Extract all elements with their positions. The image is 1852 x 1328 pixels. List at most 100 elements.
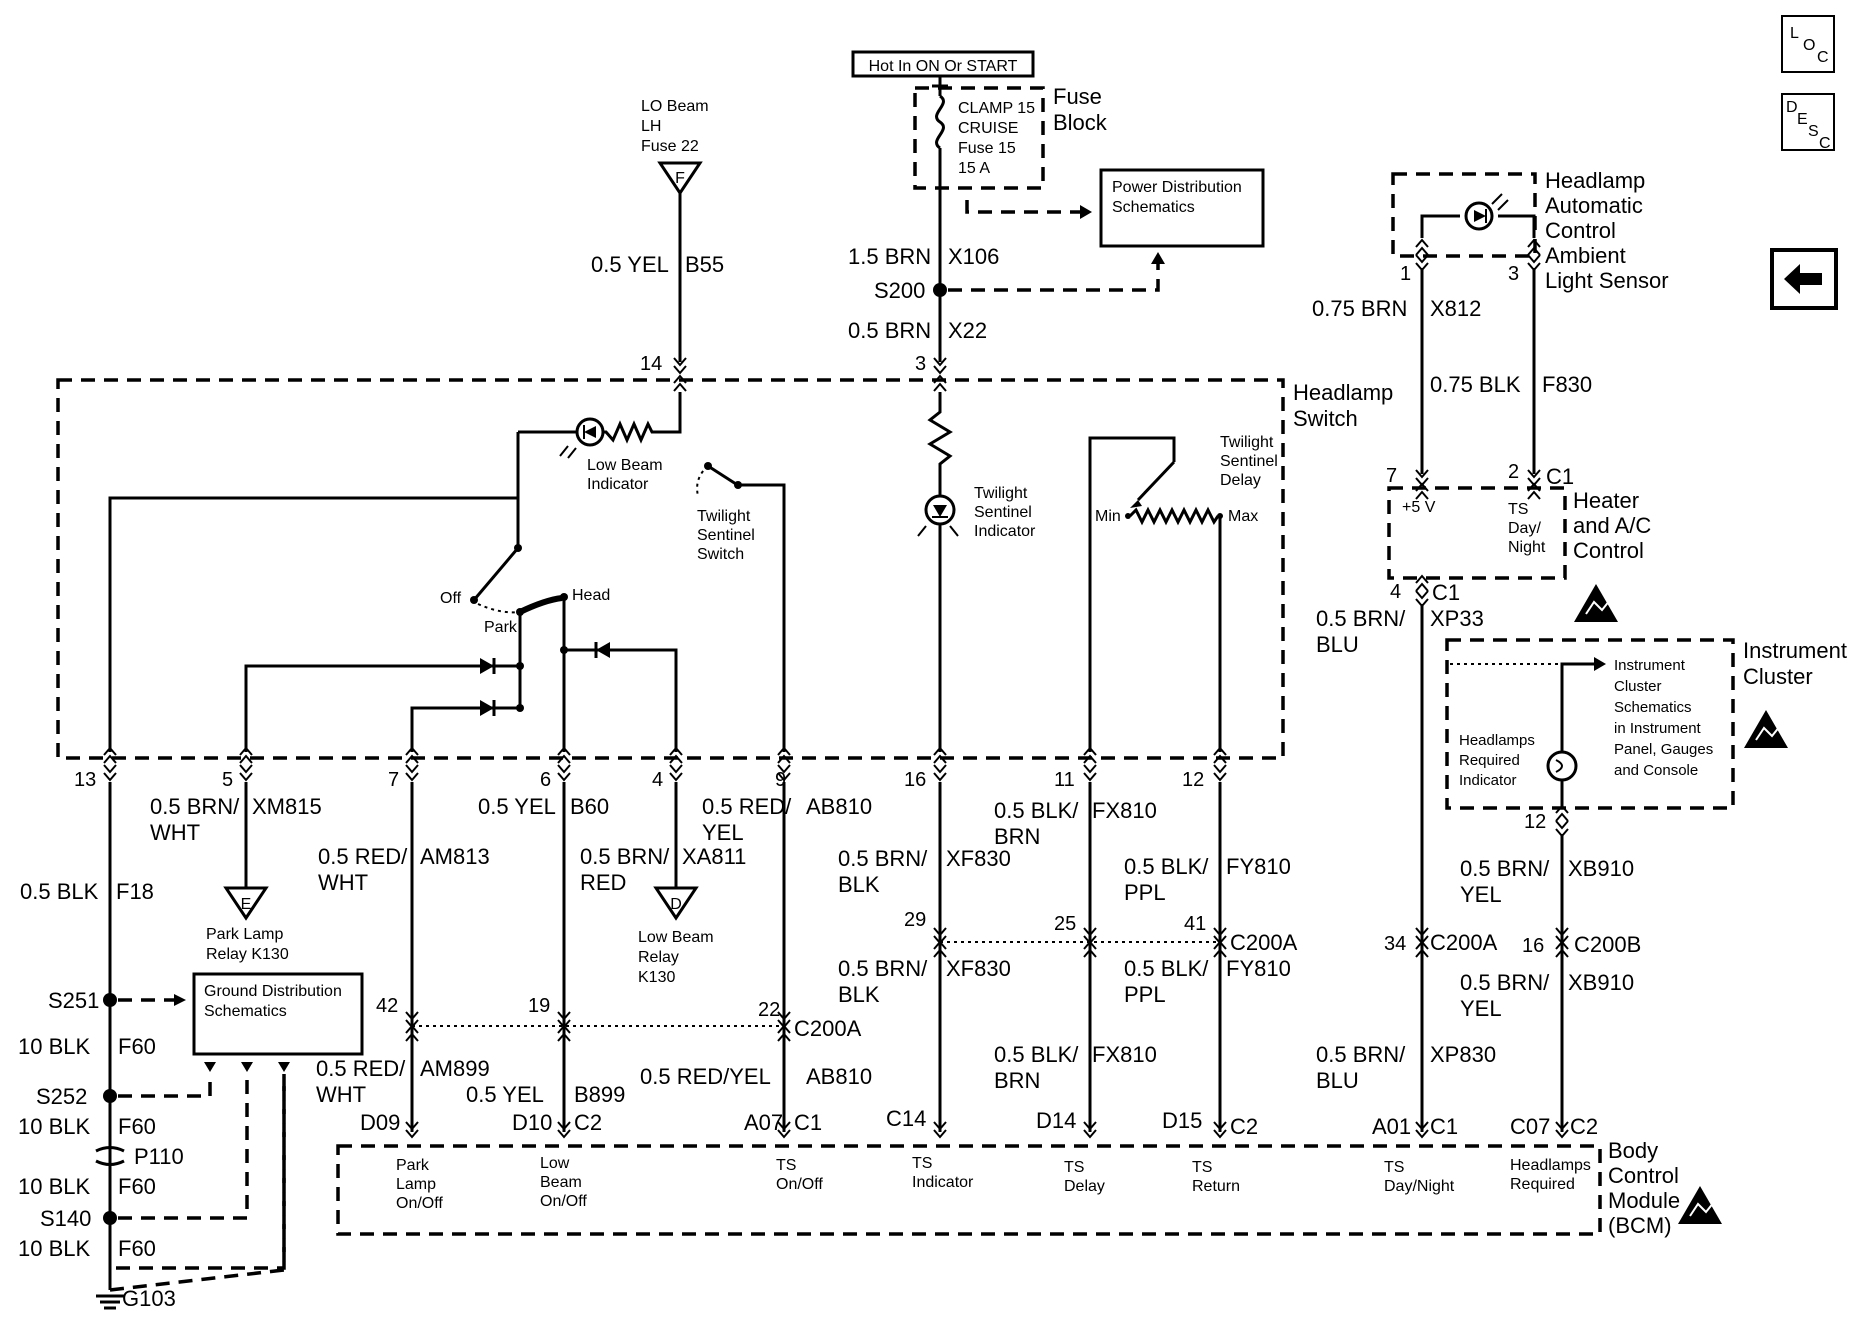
power-distribution-box[interactable] <box>1099 168 1265 248</box>
tss-label-2: Sentinel <box>697 527 755 544</box>
pot-min-label: Min <box>1095 508 1121 525</box>
wire-f60-gauge-2: 10 BLK <box>18 1114 90 1139</box>
hvac-label-1: Heater <box>1573 488 1639 513</box>
wire-xf830-id: XF830 <box>946 846 1011 871</box>
wire-fx810-id: FX810 <box>1092 798 1157 823</box>
ics-label-2: Cluster <box>1614 678 1662 695</box>
esd-warning-icon-cluster <box>1743 709 1789 749</box>
wire-fy810-gauge-lower-2: PPL <box>1124 982 1166 1007</box>
fuse-line-1: CLAMP 15 <box>958 100 1035 117</box>
bcm-tsdn-label-1: TS <box>1384 1159 1404 1176</box>
c200a-pin-29: 29 <box>904 909 926 931</box>
gds-label-1: Ground Distribution <box>204 983 342 1000</box>
back-button[interactable] <box>1770 248 1838 310</box>
splice-s140-label: S140 <box>40 1206 91 1231</box>
wire-f60-gauge-4: 10 BLK <box>18 1236 90 1261</box>
hot-label: Hot In ON Or START <box>869 58 1018 75</box>
wire-xb910-gauge: 0.5 BRN/ <box>1460 856 1550 881</box>
wire-xp33-id: XP33 <box>1430 606 1484 631</box>
bcm-pin-a01: A01 <box>1372 1114 1411 1139</box>
bcm-title-1: Body <box>1608 1138 1658 1163</box>
wire-xb910-gauge-lower-2: YEL <box>1460 996 1502 1021</box>
wire-f830-id: F830 <box>1542 372 1592 397</box>
ground-g103-label: G103 <box>122 1286 176 1311</box>
sensor-label-4: Ambient <box>1545 243 1626 268</box>
headlamp-switch-box <box>56 378 1285 760</box>
ics-label-3: Schematics <box>1614 699 1692 716</box>
ground-distribution-box[interactable] <box>192 972 364 1056</box>
tsd-label-2: Sentinel <box>1220 453 1278 470</box>
wire-x22-id: X22 <box>948 318 987 343</box>
loc-button[interactable]: L O C <box>1781 15 1835 73</box>
hvac-pin-7: 7 <box>1386 465 1397 487</box>
c200a-label-right: C200A <box>1430 930 1498 955</box>
bcm-low-label-1: Low <box>540 1155 570 1172</box>
splice-s251 <box>103 993 117 1007</box>
splice-s200-label: S200 <box>874 278 925 303</box>
bcm-tson-label-2: On/Off <box>776 1176 823 1193</box>
terminal-f-label: F <box>675 170 685 187</box>
terminal-d-label: D <box>670 896 682 913</box>
sensor-pin-3: 3 <box>1508 263 1519 285</box>
bcm-pin-d09: D09 <box>360 1110 400 1135</box>
pin-13: 13 <box>74 769 96 791</box>
fuse-line-3: Fuse 15 <box>958 140 1016 157</box>
hvac-c1-label: C1 <box>1546 464 1574 489</box>
wire-fy810-id-lower: FY810 <box>1226 956 1291 981</box>
low-beam-ind-label-1: Low Beam <box>587 457 663 474</box>
wire-xb910-id: XB910 <box>1568 856 1634 881</box>
pin-12: 12 <box>1182 769 1204 791</box>
bcm-c2-label-3: C2 <box>1570 1114 1598 1139</box>
wire-xm815-gauge: 0.5 BRN/ <box>150 794 240 819</box>
pin-9: 9 <box>775 769 786 791</box>
wire-fx810-gauge-lower: 0.5 BLK/ <box>994 1042 1079 1067</box>
bcm-pin-d10: D10 <box>512 1110 552 1135</box>
hvac-tsdn-2: Day/ <box>1508 520 1541 537</box>
desc-letter-c: C <box>1819 135 1831 152</box>
c200b-label: C200B <box>1574 932 1641 957</box>
wire-f18-id: F18 <box>116 879 154 904</box>
wire-f60-id-4: F60 <box>118 1236 156 1261</box>
wire-xp830-gauge: 0.5 BRN/ <box>1316 1042 1406 1067</box>
wire-x812-gauge: 0.75 BRN <box>1312 296 1407 321</box>
park-relay-label-2: Relay K130 <box>206 946 289 963</box>
wire-f60-id-2: F60 <box>118 1114 156 1139</box>
switch-off-label: Off <box>440 590 462 607</box>
desc-button[interactable]: D E S C <box>1781 93 1835 152</box>
gds-label-2: Schematics <box>204 1003 287 1020</box>
wire-xf830-gauge-lower: 0.5 BRN/ <box>838 956 928 981</box>
c200a-pin-22: 22 <box>758 999 780 1021</box>
sensor-label-2: Automatic <box>1545 193 1643 218</box>
wire-fy810-gauge-2: PPL <box>1124 880 1166 905</box>
wire-xp33-gauge: 0.5 BRN/ <box>1316 606 1406 631</box>
wire-x106-gauge: 1.5 BRN <box>848 244 931 269</box>
switch-head-label: Head <box>572 587 610 604</box>
bcm-tson-label-1: TS <box>776 1157 796 1174</box>
loc-letter-c: C <box>1817 49 1829 66</box>
wire-xp33-gauge-2: BLU <box>1316 632 1359 657</box>
wire-xf830-gauge-lower-2: BLK <box>838 982 880 1007</box>
wire-am813-gauge: 0.5 RED/ <box>318 844 408 869</box>
c200a-pin-34: 34 <box>1384 933 1406 955</box>
bcm-tsret-label-2: Return <box>1192 1178 1240 1195</box>
hvac-5v-label: +5 V <box>1402 499 1436 516</box>
lobeam-fuse-line-1: LO Beam <box>641 98 709 115</box>
wire-b899-id: B899 <box>574 1082 625 1107</box>
ground-icon <box>96 1294 124 1310</box>
pin-11: 11 <box>1054 769 1075 791</box>
fuse-block-label-2: Block <box>1053 110 1108 135</box>
wire-fx810-gauge-lower-2: BRN <box>994 1068 1040 1093</box>
wire-f60-gauge-1: 10 BLK <box>18 1034 90 1059</box>
pin-4: 4 <box>652 769 663 791</box>
low-beam-ind-label-2: Indicator <box>587 476 649 493</box>
bcm-low-label-3: On/Off <box>540 1193 587 1210</box>
wire-f830-gauge: 0.75 BLK <box>1430 372 1521 397</box>
wire-b55-gauge: 0.5 YEL <box>591 252 669 277</box>
tsd-label-3: Delay <box>1220 472 1261 489</box>
wire-f60-id-1: F60 <box>118 1034 156 1059</box>
bcm-box <box>336 1144 1602 1236</box>
pin-5: 5 <box>222 769 233 791</box>
wire-ab810-id: AB810 <box>806 794 872 819</box>
wire-fx810-gauge-2: BRN <box>994 824 1040 849</box>
